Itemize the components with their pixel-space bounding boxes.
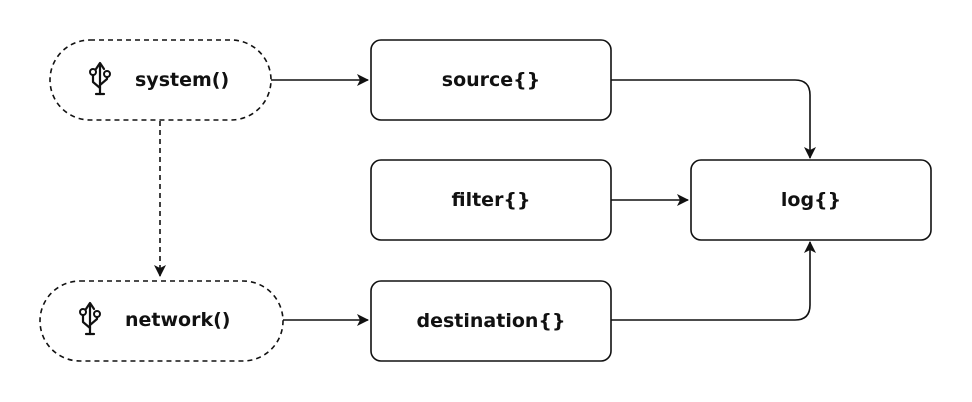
node-system-label: system() <box>135 69 229 91</box>
node-network-label: network() <box>125 309 230 331</box>
node-system[interactable]: system() <box>49 39 272 121</box>
node-source[interactable]: source{} <box>370 39 612 121</box>
node-source-shape <box>370 39 612 121</box>
node-log-shape <box>690 159 932 241</box>
node-destination-label: destination{} <box>417 310 566 332</box>
node-filter-shape <box>370 159 612 241</box>
node-filter-label: filter{} <box>452 189 531 211</box>
node-filter[interactable]: filter{} <box>370 159 612 241</box>
edge-source-to-log <box>611 79 816 159</box>
node-log[interactable]: log{} <box>690 159 932 241</box>
node-system-shape <box>49 39 272 121</box>
node-network[interactable]: network() <box>39 280 284 362</box>
edges <box>154 74 816 326</box>
edge-destination-to-log <box>611 241 816 321</box>
node-source-label: source{} <box>442 69 540 91</box>
node-destination-shape <box>370 280 612 362</box>
node-destination[interactable]: destination{} <box>370 280 612 362</box>
node-log-label: log{} <box>781 189 841 211</box>
node-network-shape <box>39 280 284 362</box>
